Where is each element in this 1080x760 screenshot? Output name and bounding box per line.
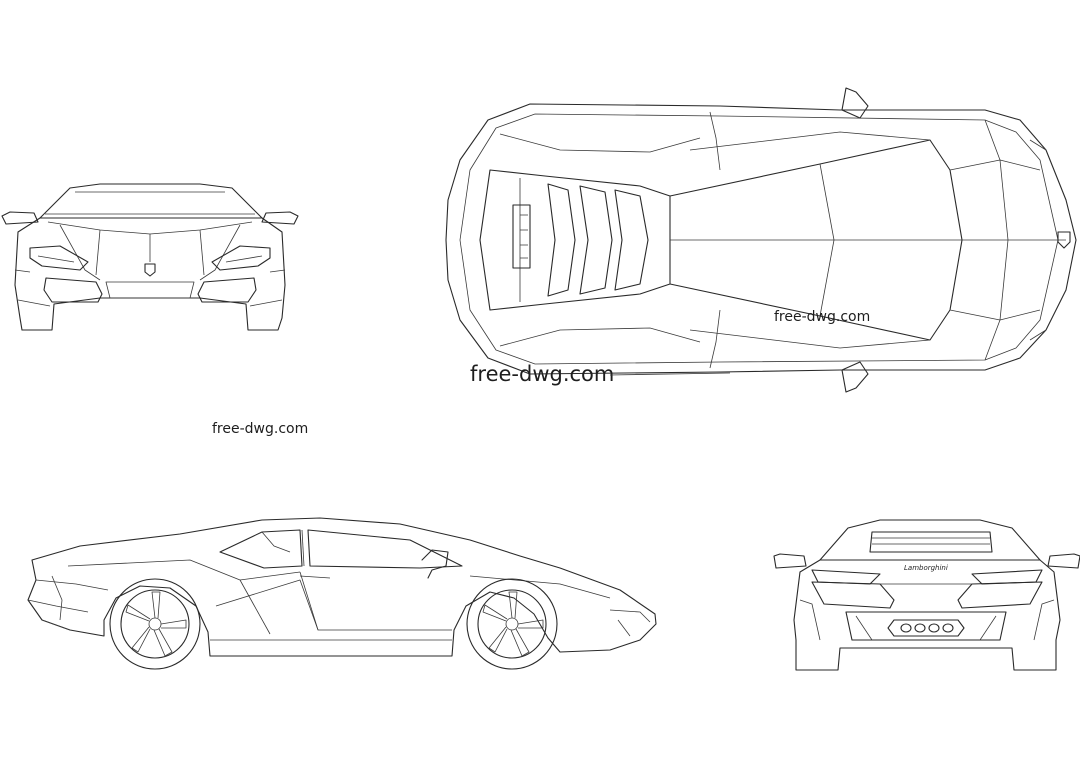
rear-view: Lamborghini	[773, 519, 1080, 671]
front-wheel	[466, 578, 558, 670]
rear-badge-text: Lamborghini	[904, 564, 948, 572]
side-view	[27, 517, 657, 670]
top-view: free-dwg.com free-dwg.com	[445, 87, 1077, 393]
rear-wheel	[109, 578, 201, 670]
watermark-left: free-dwg.com	[212, 421, 308, 437]
watermark-top-view: free-dwg.com	[774, 309, 870, 325]
watermark-large: free-dwg.com	[470, 362, 614, 386]
front-view	[1, 183, 299, 331]
